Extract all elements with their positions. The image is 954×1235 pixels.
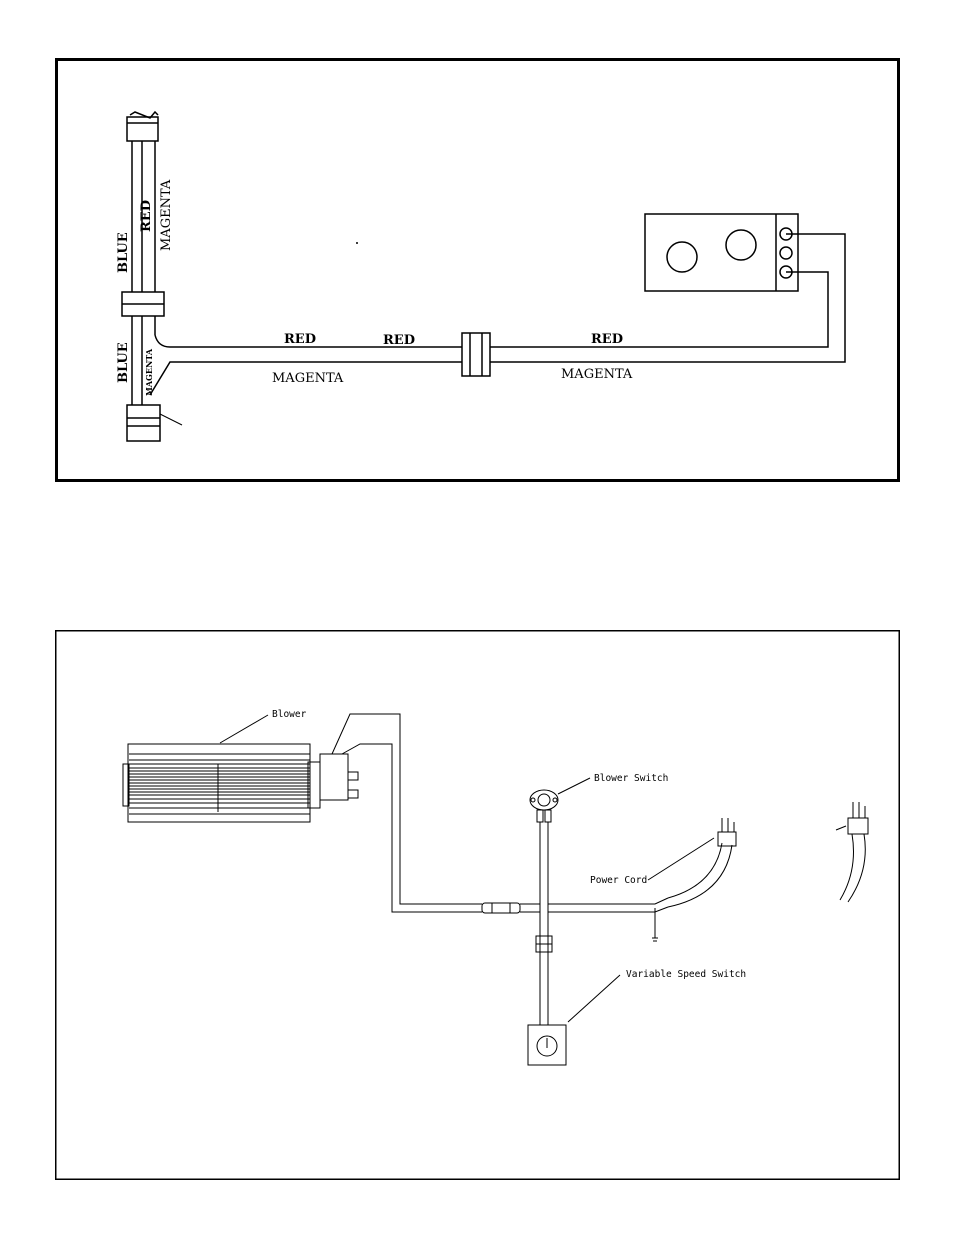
alternate-plug [836,802,868,902]
label-power-cord: Power Cord [590,875,647,886]
top-wiring-diagram: BLUE RED MAGENTA BLUE MAGENTA RED RED RE… [116,112,845,441]
power-cord [668,818,736,907]
top-connector [127,112,158,141]
label-blower-switch: Blower Switch [594,773,668,784]
blower-unit [123,744,358,822]
bottom-wiring-diagram-panel [56,631,900,1180]
middle-connector [122,292,164,316]
control-valve-box [645,214,798,291]
label-blower: Blower [272,709,307,720]
wire-label-red-upper: RED [139,200,154,232]
wire-label-red-3: RED [591,332,623,347]
wire-label-blue-upper: BLUE [116,232,131,273]
blower-switch [530,790,558,835]
inline-connector [462,333,490,376]
wire-label-red-2: RED [383,333,415,348]
wire-label-blue-lower: BLUE [116,342,131,383]
wire-label-magenta-small: MAGENTA [144,348,154,396]
bottom-wiring-diagram: Blower Blower Switch Power Cord Variable… [123,709,868,1065]
wire-label-magenta-2: MAGENTA [561,367,633,382]
label-variable-speed-switch: Variable Speed Switch [626,969,746,980]
bottom-connector [127,405,182,441]
wire-label-red-1: RED [284,332,316,347]
wire-label-magenta-1: MAGENTA [272,371,344,386]
variable-speed-switch [528,1025,566,1065]
wire-label-magenta-upper: MAGENTA [159,179,174,251]
